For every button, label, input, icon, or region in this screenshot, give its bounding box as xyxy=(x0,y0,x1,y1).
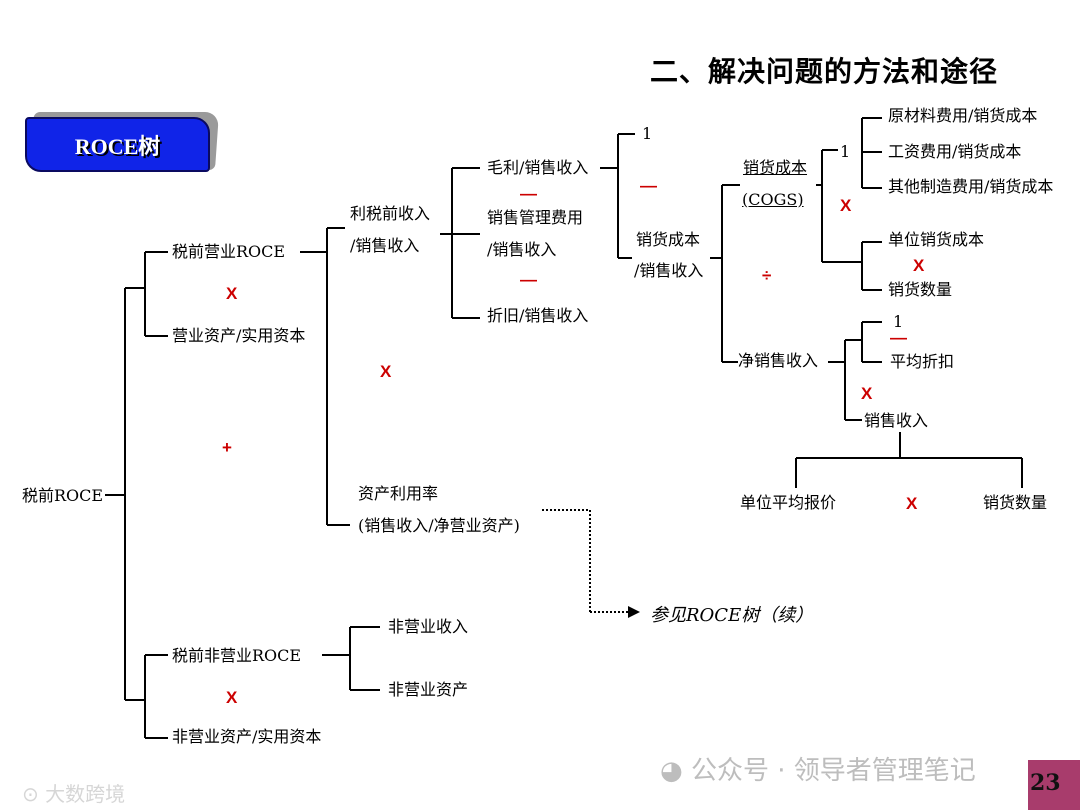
op-multiply-2: X xyxy=(380,362,392,381)
node-cogs-ratio-line2: /销售收入 xyxy=(634,261,704,280)
op-multiply-6: X xyxy=(861,384,873,403)
wechat-icon: ◕ xyxy=(660,756,683,786)
node-raw-material: 原材料费用/销货成本 xyxy=(888,106,1038,125)
node-asset-utilization-line2: (销售收入/净营业资产) xyxy=(358,516,520,535)
node-nonoperating-assets: 非营业资产/实用资本 xyxy=(172,727,322,746)
see-also-roce-continued[interactable]: 参见ROCE树（续） xyxy=(650,605,814,626)
page-title: 二、解决问题的方法和途径 xyxy=(650,55,999,88)
page-number: 23 xyxy=(1030,770,1061,796)
node-operating-assets: 营业资产/实用资本 xyxy=(172,326,306,345)
op-multiply-7: X xyxy=(906,494,918,513)
op-multiply-3: X xyxy=(226,688,238,707)
page-number-box xyxy=(1028,760,1080,810)
badge-label: ROCE树 xyxy=(74,133,161,159)
node-sales-quantity-a: 销货数量 xyxy=(888,280,953,299)
node-ebit-ratio-line2: /销售收入 xyxy=(350,236,420,255)
watermark-brand: ⊙ 大数跨境 xyxy=(22,778,125,807)
node-average-discount: 平均折扣 xyxy=(890,352,955,371)
node-sga-line2: /销售收入 xyxy=(487,240,557,259)
node-labor: 工资费用/销货成本 xyxy=(888,142,1022,161)
op-minus-1: — xyxy=(520,184,537,203)
op-multiply-1: X xyxy=(226,284,238,303)
node-one-b: 1 xyxy=(840,142,851,161)
op-plus: + xyxy=(222,438,232,457)
node-other-manufacturing: 其他制造费用/销货成本 xyxy=(888,177,1054,196)
node-nonoperating-roce: 税前非营业ROCE xyxy=(172,646,302,665)
node-cogs-line1: 销货成本 xyxy=(743,158,808,177)
node-asset-utilization-line1: 资产利用率 xyxy=(358,484,439,503)
node-gross-margin: 毛利/销售收入 xyxy=(487,158,589,177)
watermark-brand-text: 大数跨境 xyxy=(45,782,126,806)
watermark-account: ◕ 公众号 · 领导者管理笔记 xyxy=(660,750,976,787)
node-nonoperating-income: 非营业收入 xyxy=(388,617,469,636)
node-depreciation: 折旧/销售收入 xyxy=(487,306,589,325)
op-minus-4: — xyxy=(890,328,907,347)
roce-tree-badge: ROCE树 xyxy=(25,117,210,172)
node-sales-quantity-b: 销货数量 xyxy=(983,493,1048,512)
op-minus-3: — xyxy=(640,176,657,195)
op-divide: ÷ xyxy=(762,266,772,285)
node-sales-revenue: 销售收入 xyxy=(864,411,929,430)
op-multiply-5: X xyxy=(913,256,925,275)
op-minus-2: — xyxy=(520,270,537,289)
node-net-sales: 净销售收入 xyxy=(738,351,819,370)
node-cogs-ratio-line1: 销货成本 xyxy=(636,230,701,249)
node-cogs-line2: (COGS) xyxy=(742,190,804,209)
node-one-a: 1 xyxy=(642,124,653,143)
node-pretax-roce: 税前ROCE xyxy=(22,486,104,505)
node-sga-line1: 销售管理费用 xyxy=(487,208,584,227)
node-nonoperating-asset: 非营业资产 xyxy=(388,680,469,699)
brand-logo-icon: ⊙ xyxy=(22,782,39,806)
op-multiply-4: X xyxy=(840,196,852,215)
node-ebit-ratio-line1: 利税前收入 xyxy=(350,204,431,223)
node-unit-cost: 单位销货成本 xyxy=(888,230,985,249)
node-operating-roce: 税前营业ROCE xyxy=(172,242,286,261)
watermark-account-text: 公众号 · 领导者管理笔记 xyxy=(690,756,976,786)
node-one-c: 1 xyxy=(893,312,904,331)
node-unit-price: 单位平均报价 xyxy=(740,493,837,512)
